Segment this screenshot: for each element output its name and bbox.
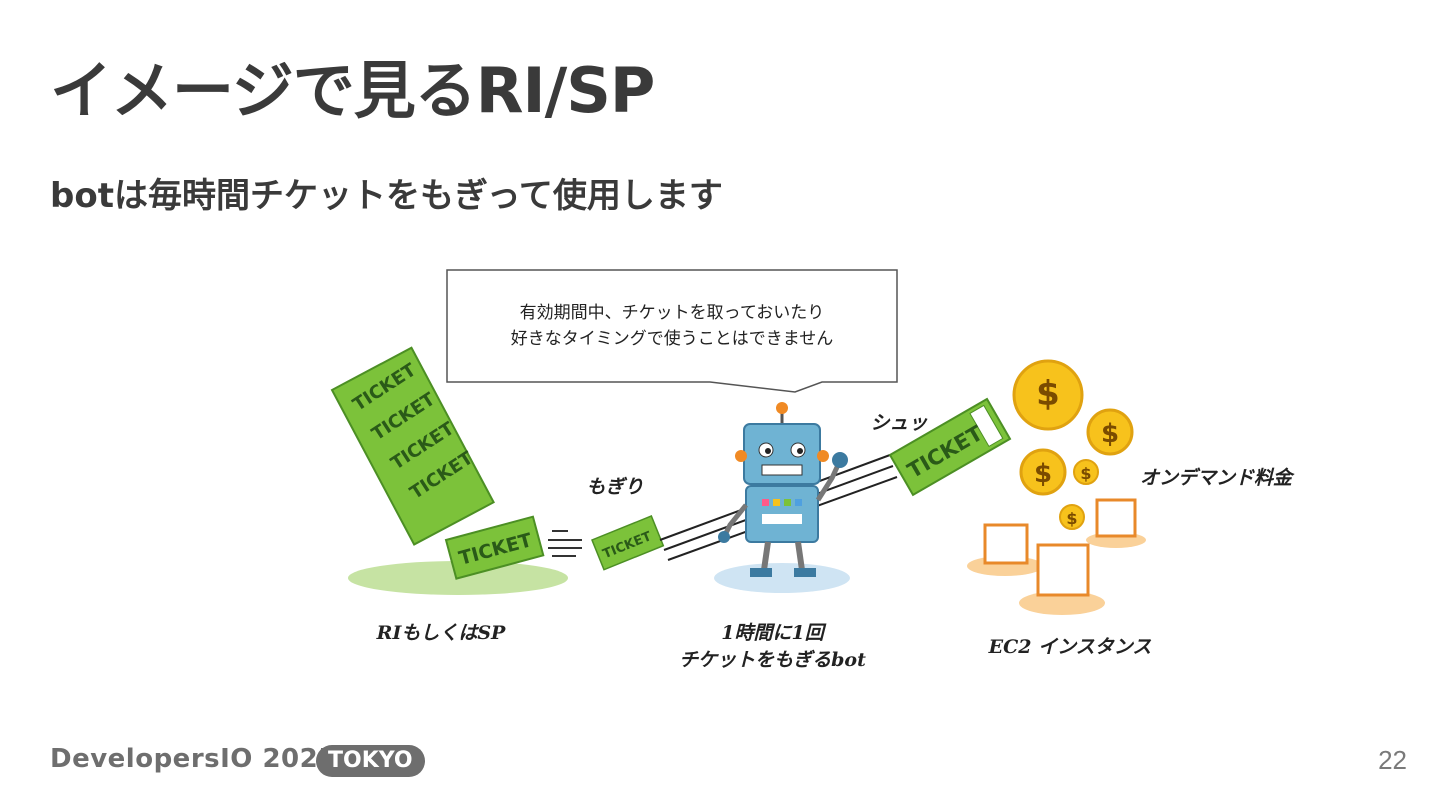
robot-bot [714, 402, 850, 593]
torn-ticket: TICKET [591, 515, 665, 571]
label-bot-line-2: チケットをもぎるbot [679, 649, 866, 671]
label-mogiri: もぎり [586, 476, 644, 498]
bubble-line-1: 有効期間中、チケットを取っておいたり [519, 303, 825, 323]
svg-text:$: $ [1036, 374, 1060, 414]
label-shu: シュッ [870, 412, 928, 434]
svg-text:$: $ [1101, 419, 1119, 449]
label-ri-sp: RIもしくはSP [376, 622, 506, 644]
ticket-stack-illustration: TICKET TICKET TICKET TICKET TICKET [330, 346, 568, 595]
label-bot-line-1: 1時間に1回 [721, 622, 824, 644]
motion-lines [548, 530, 582, 557]
svg-text:$: $ [1080, 464, 1091, 483]
footer-brand-logo: DevelopersIO 2025 [50, 744, 337, 774]
speech-bubble-text: 有効期間中、チケットを取っておいたり 好きなタイミングで使うことはできません [448, 300, 896, 352]
coin-illustration: $ $ $ $ $ [1012, 359, 1134, 530]
slide-subtitle: botは毎時間チケットをもぎって使用します [50, 176, 723, 216]
svg-text:$: $ [1034, 459, 1052, 489]
label-ondemand: オンデマンド料金 [1139, 467, 1292, 489]
svg-text:$: $ [1066, 509, 1077, 528]
speech-bubble [446, 269, 898, 393]
label-ec2: EC2 インスタンス [988, 636, 1152, 658]
label-bot: 1時間に1回 チケットをもぎるbot [650, 620, 895, 674]
footer-tokyo-badge: TOKYO [316, 745, 425, 777]
bubble-line-2: 好きなタイミングで使うことはできません [510, 329, 834, 349]
page-number: 22 [1378, 745, 1407, 775]
ec2-instances-illustration [967, 498, 1146, 615]
slide-title: イメージで見るRI/SP [50, 54, 655, 127]
